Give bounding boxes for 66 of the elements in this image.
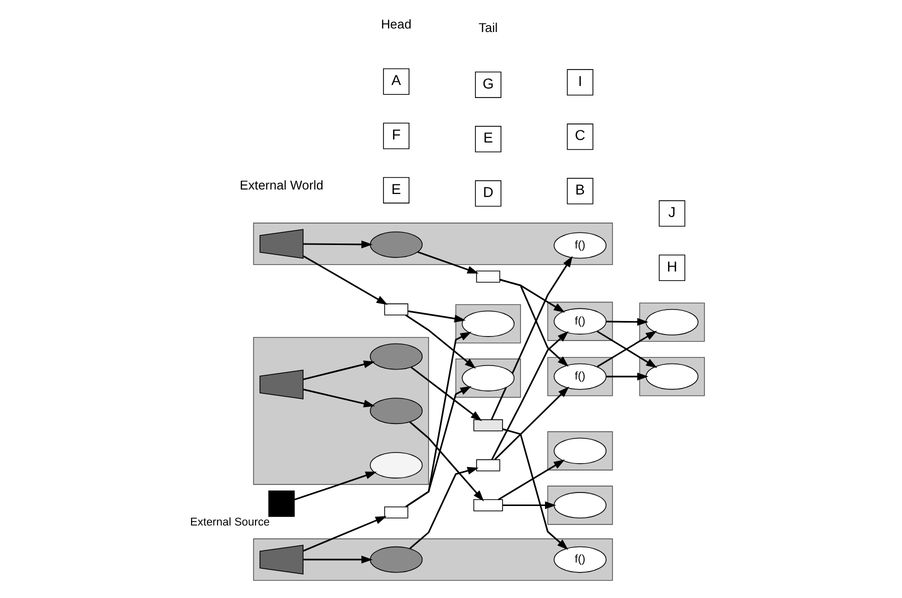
node-box — [384, 506, 408, 518]
node-trapezoid — [260, 229, 304, 259]
arrow — [491, 331, 569, 460]
arrow — [606, 318, 648, 326]
node-ellipse — [370, 343, 423, 370]
node-trapezoid — [260, 370, 304, 400]
node-ellipse — [370, 231, 423, 258]
cluster — [253, 222, 613, 266]
node-label: External Source — [190, 516, 270, 528]
cluster — [253, 336, 430, 485]
arrow — [405, 314, 476, 369]
arrow — [418, 251, 479, 274]
node-box: F — [383, 122, 410, 150]
node-ellipse: f() — [554, 232, 606, 259]
node-ellipse — [554, 438, 606, 464]
node-box: E — [383, 177, 410, 204]
node-ellipse — [370, 452, 423, 478]
arrow — [408, 310, 466, 322]
node-ellipse — [646, 309, 698, 336]
arrow — [302, 255, 388, 305]
node-box: G — [474, 72, 502, 98]
arrow — [405, 386, 472, 508]
node-box — [473, 499, 503, 512]
arrow — [303, 388, 375, 408]
cluster — [547, 486, 613, 525]
arrow — [494, 386, 570, 460]
node-ellipse — [462, 310, 515, 337]
arrow — [303, 240, 373, 248]
arrow — [410, 366, 482, 422]
arrow — [502, 501, 556, 510]
arrow — [502, 428, 568, 550]
arrow — [303, 516, 387, 552]
node-box: D — [474, 180, 502, 207]
arrow — [606, 372, 648, 380]
arrow — [405, 332, 472, 508]
node-box: A — [383, 68, 410, 95]
arrow — [409, 421, 484, 502]
node-ellipse — [646, 363, 698, 390]
node-box — [476, 459, 500, 472]
node-box — [384, 303, 408, 316]
node-box — [268, 490, 295, 517]
node-ellipse: f() — [554, 363, 606, 390]
label: External World — [240, 177, 324, 192]
arrow — [490, 256, 573, 420]
node-ellipse — [370, 398, 423, 424]
node-box — [476, 270, 500, 283]
arrow — [500, 278, 569, 367]
node-ellipse — [462, 364, 515, 392]
node-box — [473, 419, 503, 432]
node-box: I — [566, 69, 594, 96]
node-box: H — [658, 254, 686, 282]
arrow — [303, 360, 375, 380]
arrow — [498, 460, 565, 500]
arrow — [303, 556, 373, 564]
arrow — [294, 472, 377, 500]
label: Tail — [478, 20, 498, 35]
node-ellipse — [554, 492, 606, 518]
node-box: J — [658, 200, 686, 227]
node-ellipse — [370, 546, 423, 573]
node-box: E — [474, 126, 502, 152]
label: Head — [380, 16, 412, 32]
node-box: B — [566, 178, 594, 204]
node-ellipse: f() — [554, 308, 606, 335]
node-box: C — [566, 124, 594, 150]
node-trapezoid — [260, 544, 304, 574]
node-ellipse: f() — [554, 546, 606, 573]
